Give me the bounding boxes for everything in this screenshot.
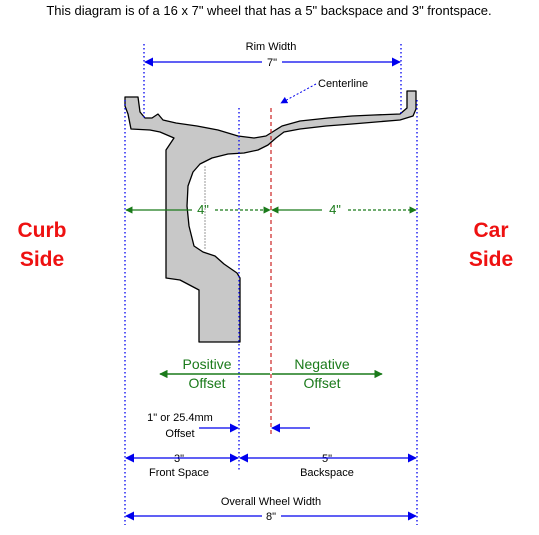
backspace-dimension: 5" Backspace	[239, 453, 417, 479]
rim-width-dimension: Rim Width 7"	[144, 41, 401, 69]
positive-offset-line1: Positive	[182, 356, 231, 372]
negative-offset-line1: Negative	[294, 356, 349, 372]
overall-width-title: Overall Wheel Width	[221, 496, 321, 508]
car-side-line2: Side	[469, 248, 513, 271]
offset-direction: Positive Offset Negative Offset	[159, 356, 383, 391]
car-side-line1: Car	[473, 219, 508, 242]
half-width-dimension: 4" 4"	[125, 202, 417, 217]
right-half-value: 4"	[329, 202, 341, 217]
rim-width-value: 7"	[267, 57, 277, 69]
centerline-label: Centerline	[318, 78, 368, 90]
negative-offset-line2: Offset	[303, 375, 340, 391]
reference-lines	[124, 44, 418, 525]
curb-side-line2: Side	[20, 248, 64, 271]
overall-width-value: 8"	[266, 511, 276, 523]
front-space-label: Front Space	[149, 467, 209, 479]
backspace-label: Backspace	[300, 467, 354, 479]
offset-amount-line2: Offset	[165, 428, 194, 440]
rim-width-title: Rim Width	[246, 41, 297, 53]
front-space-value: 3"	[174, 453, 184, 465]
backspace-value: 5"	[322, 453, 332, 465]
offset-amount-callout: 1" or 25.4mm Offset	[147, 412, 310, 440]
diagram-caption: This diagram is of a 16 x 7" wheel that …	[46, 3, 491, 18]
centerline-callout: Centerline	[280, 78, 368, 104]
positive-offset-line2: Offset	[188, 375, 225, 391]
wheel-cross-section	[124, 90, 417, 343]
offset-amount-line1: 1" or 25.4mm	[147, 412, 213, 424]
left-half-value: 4"	[197, 202, 209, 217]
car-side-label: Car Side	[469, 219, 513, 271]
overall-width-dimension: Overall Wheel Width 8"	[125, 496, 417, 523]
front-space-dimension: 3" Front Space	[125, 453, 239, 479]
wheel-profile	[124, 90, 417, 343]
centerline-pointer-arrow	[280, 83, 317, 104]
curb-side-label: Curb Side	[18, 219, 67, 271]
curb-side-line1: Curb	[18, 219, 67, 242]
